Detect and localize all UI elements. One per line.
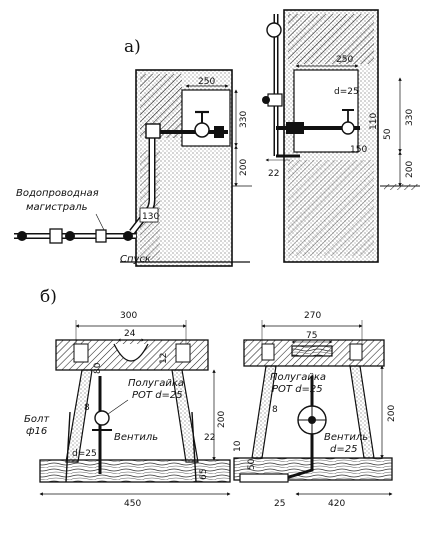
dim-b-right-420: 420 bbox=[328, 499, 345, 509]
pipe-down-right bbox=[285, 434, 314, 480]
pipe-fitting-3 bbox=[65, 231, 75, 241]
dim-b-right-25: 25 bbox=[274, 499, 285, 509]
union-right bbox=[286, 122, 304, 134]
dim-right-330: 330 bbox=[405, 109, 415, 126]
panel-b: б) 300 24 12 bbox=[24, 287, 397, 509]
panel-b-letter: б) bbox=[40, 287, 57, 307]
dim-b-left-200: 200 bbox=[217, 411, 227, 428]
dim-b-left-24: 24 bbox=[124, 329, 136, 339]
panel-a-letter: а) bbox=[124, 37, 141, 57]
dim-b-right-10: 10 bbox=[233, 440, 243, 452]
dim-b-left-12: 12 bbox=[159, 353, 169, 364]
semi-arch-cutout bbox=[113, 343, 149, 362]
label-valve-left: Вентиль bbox=[114, 432, 158, 443]
dim-b-right-8: 8 bbox=[272, 405, 278, 415]
elbow-fitting bbox=[145, 123, 161, 139]
dim-left-330: 330 bbox=[239, 111, 249, 128]
pipe-fitting-1 bbox=[17, 231, 27, 241]
dim-b-right-200: 200 bbox=[387, 405, 397, 422]
panel-b-left-view: 300 24 12 80 8 200 d=25 22 65 450 Полуга… bbox=[24, 311, 231, 509]
main-water-line: Водопроводная магистраль Спуск bbox=[14, 188, 151, 265]
dim-b-right-75: 75 bbox=[306, 331, 317, 341]
dim-left-200: 200 bbox=[239, 159, 249, 176]
valve-union bbox=[214, 126, 224, 138]
label-bolt-1: Болт bbox=[24, 414, 50, 425]
panel-a-left-view: 250 330 200 130 bbox=[120, 69, 252, 267]
dim-b-left-300: 300 bbox=[120, 311, 137, 321]
label-valve-right-1: Вентиль bbox=[324, 432, 368, 443]
label-main-line-1: Водопроводная bbox=[16, 188, 99, 199]
dim-right-110: 110 bbox=[369, 113, 379, 130]
dim-left-130: 130 bbox=[142, 212, 159, 222]
dim-b-right-50: 50 bbox=[247, 458, 257, 470]
outlet-pipe bbox=[239, 473, 289, 483]
pipe-fitting-5 bbox=[123, 231, 133, 241]
label-drain: Спуск bbox=[120, 254, 151, 265]
dim-b-left-22: 22 bbox=[204, 433, 215, 443]
label-half-nut-left-1: Полугайка bbox=[128, 378, 184, 389]
dim-right-200: 200 bbox=[405, 161, 415, 178]
dim-b-left-8: 8 bbox=[84, 403, 90, 413]
dim-left-250: 250 bbox=[198, 77, 215, 87]
pipe-fitting-4 bbox=[95, 229, 107, 243]
dim-b-left-65: 65 bbox=[199, 469, 209, 480]
dim-b-left-450: 450 bbox=[124, 499, 141, 509]
label-half-nut-right-2: РОТ d=25 bbox=[272, 384, 323, 395]
dim-right-d25: d=25 bbox=[334, 87, 359, 97]
bolt-left bbox=[65, 411, 71, 483]
wall-hatch-right-top bbox=[288, 14, 374, 64]
panel-a: а) 250 330 200 130 bbox=[14, 9, 420, 267]
niche-opening-right bbox=[293, 69, 359, 153]
dim-right-50: 50 bbox=[383, 128, 393, 140]
valve-body bbox=[194, 122, 210, 138]
dim-right-150: 150 bbox=[350, 145, 367, 155]
dim-b-right-270: 270 bbox=[304, 311, 321, 321]
label-bolt-2: ф16 bbox=[26, 426, 47, 437]
label-half-nut-right-1: Полугайка bbox=[270, 372, 326, 383]
panel-b-right-view: 270 75 8 200 10 50 25 420 Полугайка РОТ … bbox=[233, 311, 397, 509]
top-pad bbox=[291, 345, 333, 357]
label-half-nut-left-2: РОТ d=25 bbox=[132, 390, 183, 401]
dim-b-left-d25: d=25 bbox=[72, 449, 97, 459]
dim-right-250: 250 bbox=[336, 55, 353, 65]
valve-body-right bbox=[341, 121, 355, 135]
valve-body-left-b bbox=[94, 410, 110, 426]
label-valve-right-2: d=25 bbox=[330, 444, 357, 455]
dim-right-22: 22 bbox=[268, 169, 279, 179]
panel-a-right-view: 250 d=25 110 50 330 150 200 22 bbox=[262, 9, 420, 263]
top-valve bbox=[266, 22, 282, 38]
pipe-fitting-2 bbox=[49, 228, 63, 244]
label-main-line-2: магистраль bbox=[26, 202, 88, 213]
bolt-right bbox=[191, 411, 197, 483]
dim-b-left-80: 80 bbox=[93, 362, 103, 374]
base-beam-left bbox=[39, 459, 231, 483]
